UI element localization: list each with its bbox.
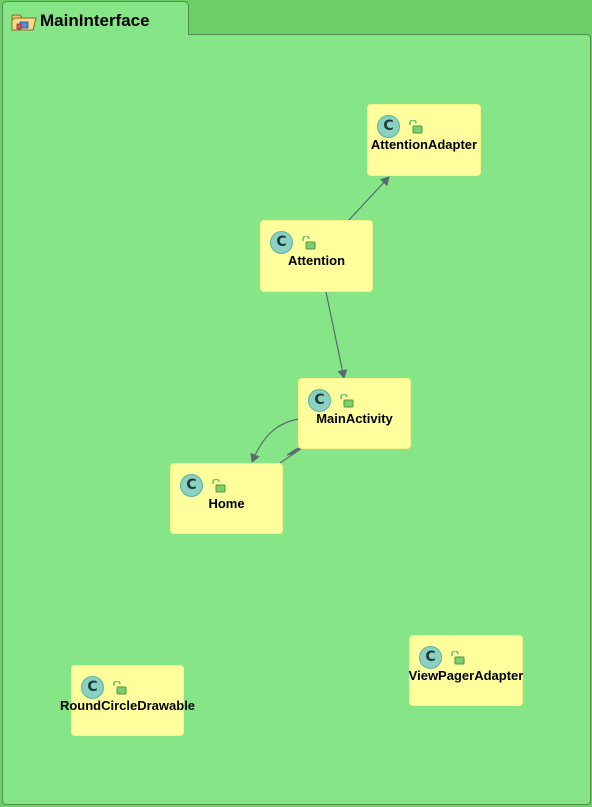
class-badge-icon: C <box>180 474 203 497</box>
package-title: MainInterface <box>40 11 150 30</box>
unlocked-icon <box>409 120 423 134</box>
class-home[interactable]: C Home <box>171 464 282 533</box>
class-viewpageradapter[interactable]: C ViewPagerAdapter <box>409 636 523 705</box>
class-badge-icon: C <box>270 231 293 254</box>
unlocked-icon <box>302 236 316 250</box>
package-tab[interactable]: MainInterface <box>2 1 189 35</box>
class-badge-icon: C <box>81 676 104 699</box>
class-name: AttentionAdapter <box>370 137 478 152</box>
unlocked-icon <box>451 651 465 665</box>
class-name: RoundCircleDrawable <box>59 698 196 713</box>
class-name: MainActivity <box>316 411 393 426</box>
class-badge-icon: C <box>377 115 400 138</box>
class-badge-icon: C <box>308 389 331 412</box>
class-name: Home <box>208 496 245 511</box>
unlocked-icon <box>340 394 354 408</box>
class-mainactivity[interactable]: C MainActivity <box>299 379 410 448</box>
class-name: Attention <box>287 253 346 268</box>
class-attention[interactable]: C Attention <box>261 221 372 291</box>
class-name: ViewPagerAdapter <box>408 668 524 683</box>
unlocked-icon <box>212 479 226 493</box>
package-folder-icon <box>11 14 37 31</box>
class-roundcircledrawable[interactable]: C RoundCircleDrawable <box>60 666 195 735</box>
class-badge-icon: C <box>419 646 442 669</box>
class-attentionadapter[interactable]: C AttentionAdapter <box>368 105 480 175</box>
unlocked-icon <box>113 681 127 695</box>
